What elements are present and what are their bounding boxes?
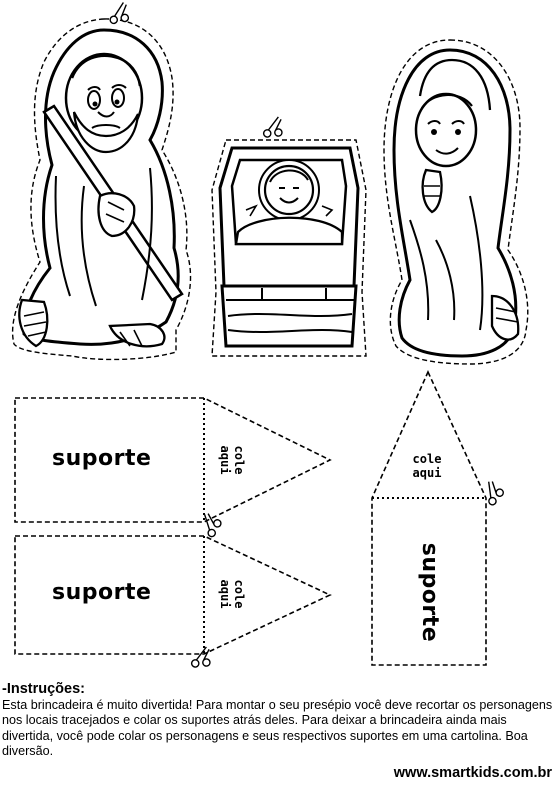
aqui-text: aqui <box>218 579 232 609</box>
support-1-label: suporte <box>52 446 152 471</box>
support-2-cole-aqui: cole aqui <box>218 568 246 620</box>
support-1-cole-aqui: cole aqui <box>218 434 246 486</box>
website-url: www.smartkids.com.br <box>393 765 552 781</box>
instructions-block: -Instruções: Esta brincadeira é muito di… <box>2 681 556 760</box>
crib-cut-line <box>211 139 367 357</box>
scissors-icon <box>478 479 507 508</box>
joseph-cut-line <box>11 18 192 361</box>
mary-figure <box>383 39 529 365</box>
instructions-title: -Instruções: <box>2 681 85 697</box>
support-1-outline <box>14 397 332 523</box>
baby-crib-figure <box>211 139 367 357</box>
support-2-label: suporte <box>52 580 152 605</box>
aqui-text: aqui <box>218 445 232 475</box>
support-3-outline <box>371 370 487 666</box>
cole-text: cole <box>412 452 442 466</box>
scissors-icon <box>187 645 214 671</box>
cole-text: cole <box>232 579 246 609</box>
support-2-outline <box>14 535 332 655</box>
support-3-cole-aqui: cole aqui <box>402 452 452 480</box>
scissors-icon <box>197 511 224 540</box>
aqui-text: aqui <box>412 466 442 480</box>
joseph-figure <box>11 18 192 361</box>
scissors-icon <box>259 115 286 141</box>
instructions-body: Esta brincadeira é muito divertida! Para… <box>2 698 553 759</box>
cole-text: cole <box>232 445 246 475</box>
support-3-label: suporte <box>417 542 443 643</box>
mary-cut-line <box>383 39 529 365</box>
